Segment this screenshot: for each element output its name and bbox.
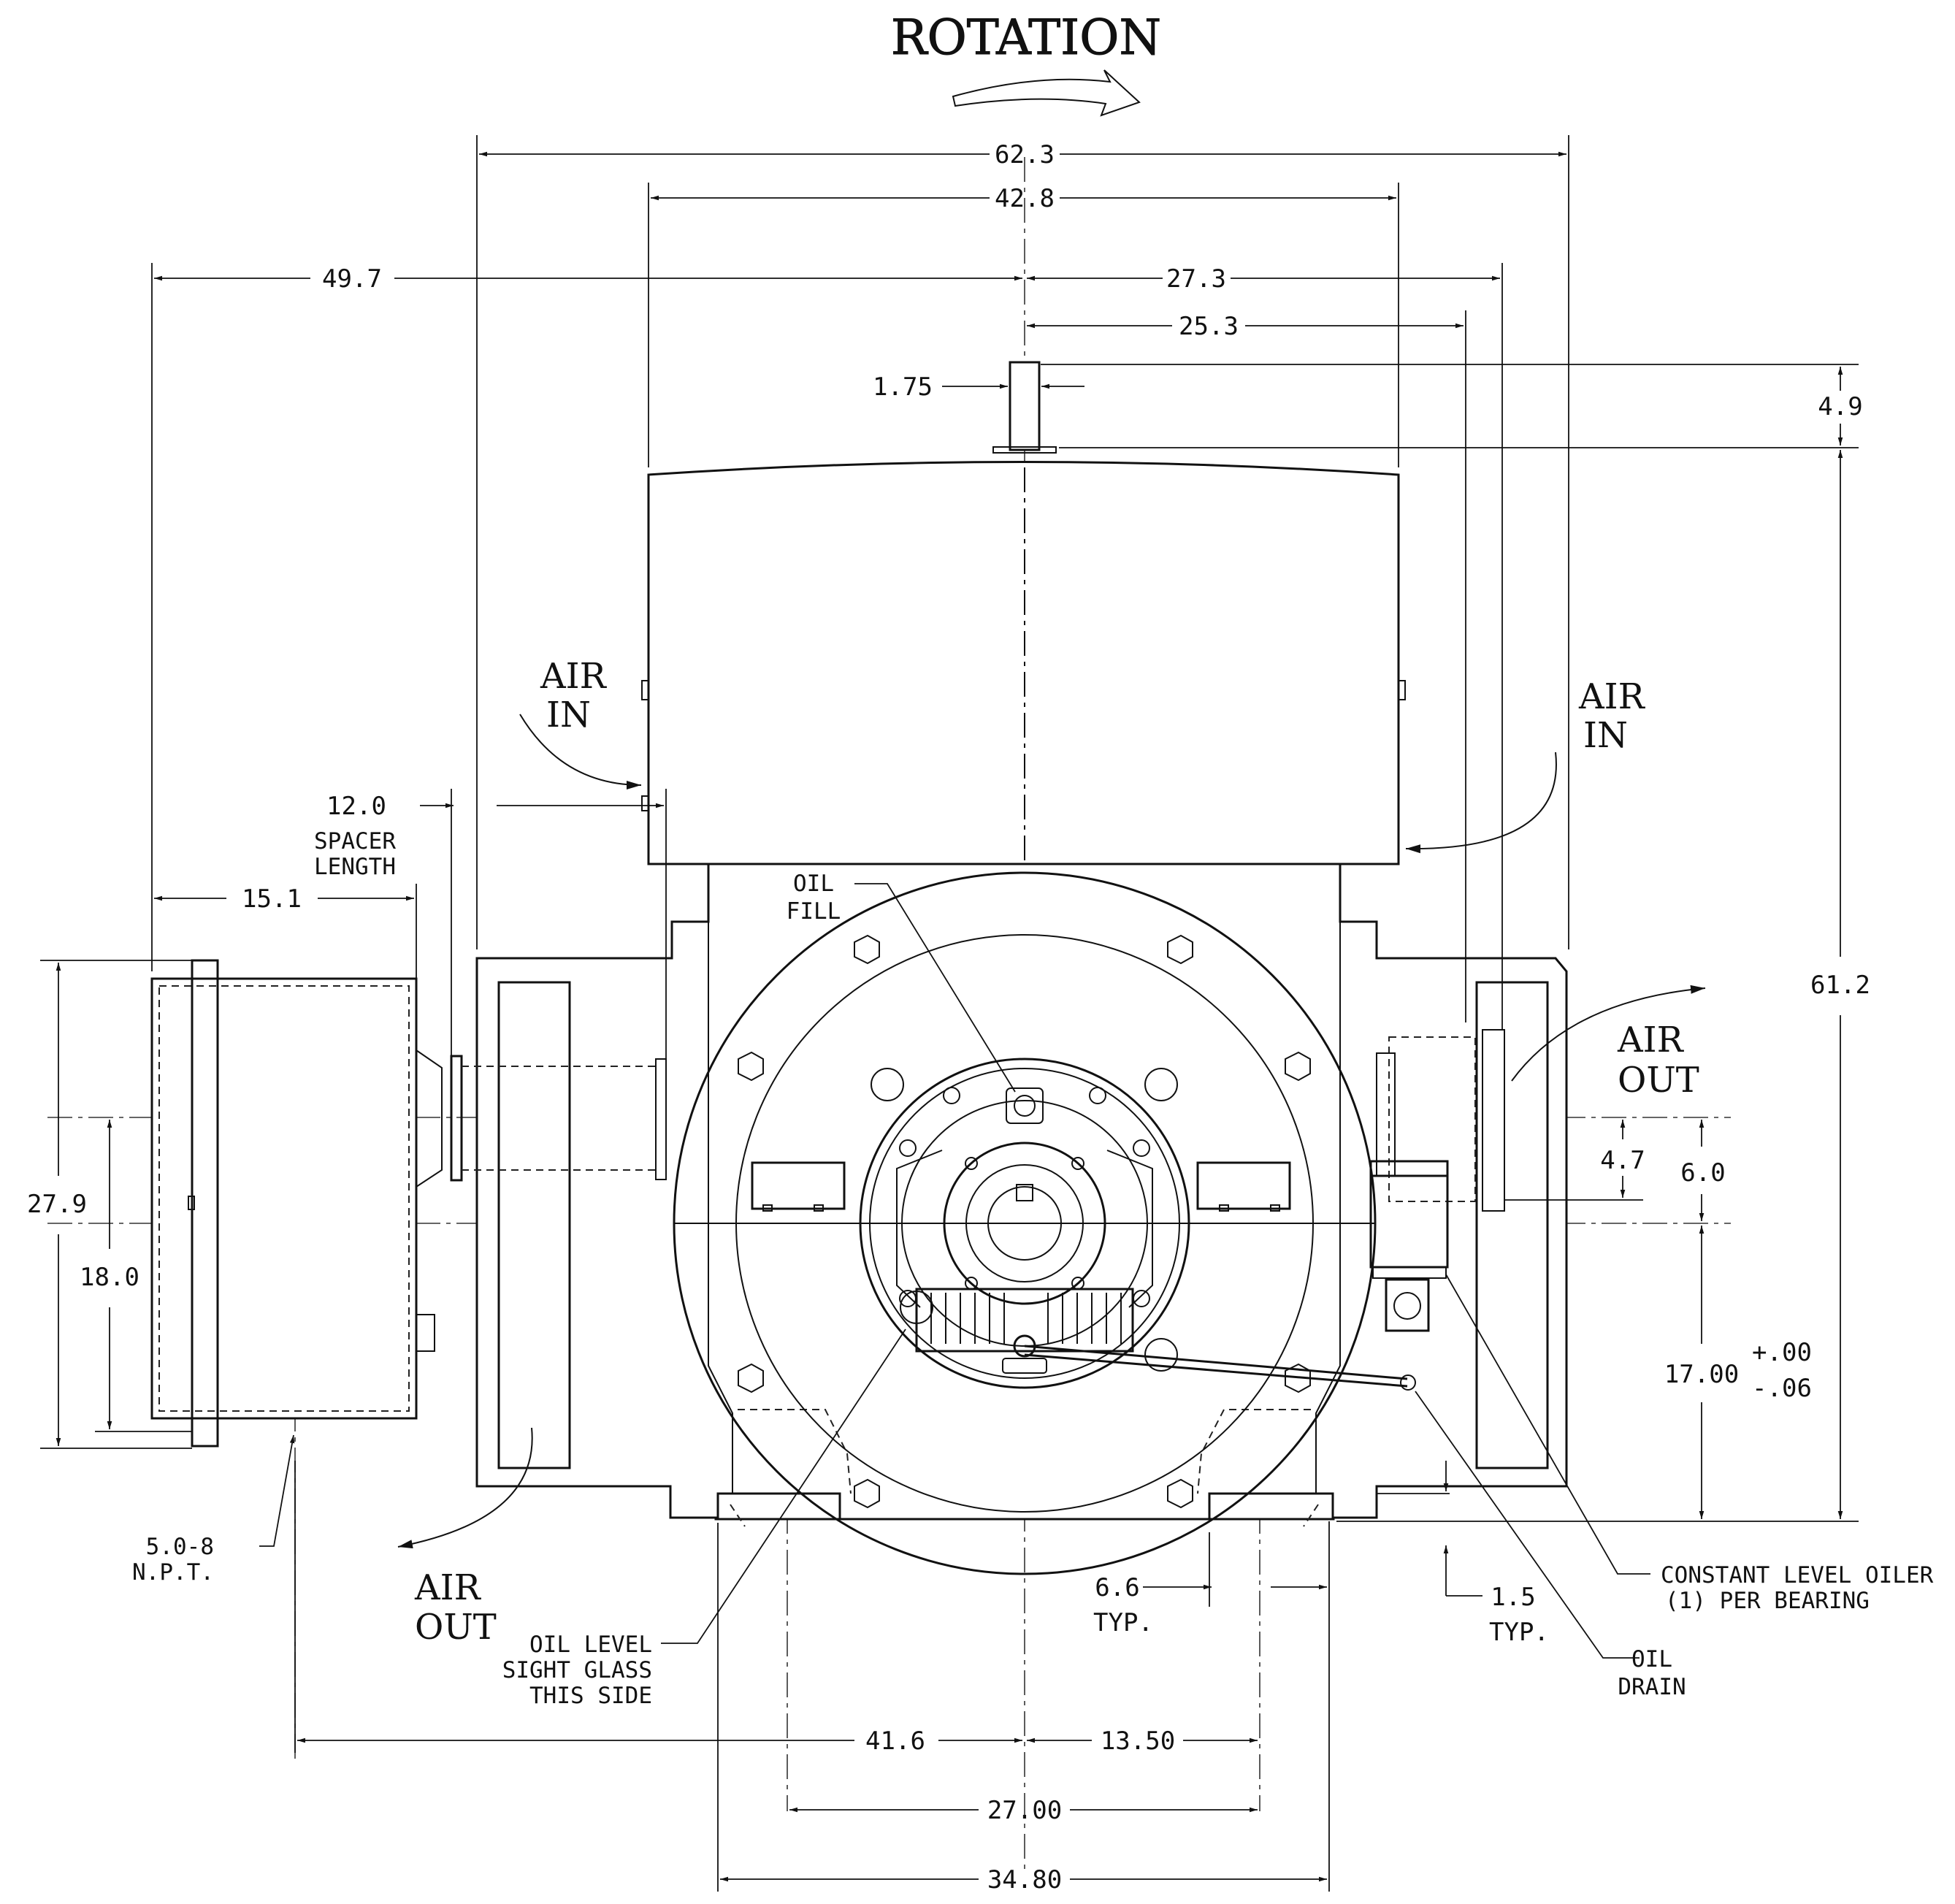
dim-1-75: 1.75 [873, 372, 933, 402]
spacer-length-note-2: LENGTH [314, 854, 396, 880]
dim-27-9: 27.9 [27, 1190, 87, 1219]
dim-6-6: 6.6 [1095, 1573, 1139, 1602]
leader-lines [259, 883, 1650, 1659]
air-out-right-label: AIR [1617, 1020, 1685, 1060]
air-flow-arrows [397, 714, 1706, 1549]
oiler-note: CONSTANT LEVEL OILER [1661, 1562, 1934, 1588]
dimension-labels: 62.3 42.8 49.7 27.3 25.3 1.75 4.9 61.2 1… [27, 140, 1870, 1895]
dim-61-2: 61.2 [1810, 971, 1870, 1000]
dim-6-6-typ: TYP. [1093, 1608, 1153, 1637]
air-in-left-label: AIR [540, 656, 608, 697]
oil-level-note-3: THIS SIDE [529, 1683, 652, 1709]
oil-fill-note: OIL [793, 871, 834, 897]
dim-15-1: 15.1 [242, 884, 302, 914]
dim-6-0: 6.0 [1680, 1158, 1725, 1188]
dim-27-3: 27.3 [1166, 264, 1226, 294]
air-in-right-label: AIR [1578, 676, 1646, 717]
dim-18-0: 18.0 [80, 1263, 139, 1292]
dim-1-5-typ: TYP. [1489, 1618, 1549, 1647]
dim-4-9: 4.9 [1818, 392, 1862, 421]
air-in-left-label-2: IN [546, 695, 591, 735]
air-in-right-label-2: IN [1583, 715, 1628, 756]
npt-note: 5.0-8 [146, 1534, 214, 1560]
rotation-title: ROTATION [891, 9, 1161, 66]
bolt-hex-group [738, 934, 1311, 1509]
terminal-box [150, 959, 667, 1448]
dim-41-6: 41.6 [865, 1727, 925, 1756]
npt-note-2: N.P.T. [132, 1559, 214, 1586]
oil-drain-note-2: DRAIN [1618, 1674, 1686, 1700]
dim-1-5: 1.5 [1491, 1583, 1535, 1612]
dim-42-8: 42.8 [995, 184, 1055, 213]
dim-27-00: 27.00 [987, 1796, 1062, 1825]
oil-level-note: OIL LEVEL [529, 1632, 652, 1658]
dim-25-3: 25.3 [1179, 312, 1239, 341]
dim-tol-plus: +.00 [1752, 1338, 1812, 1367]
oil-drain-note: OIL [1631, 1646, 1672, 1672]
air-out-left-label: AIR [414, 1567, 482, 1608]
dim-4-7: 4.7 [1600, 1146, 1645, 1175]
dim-13-50: 13.50 [1101, 1727, 1175, 1756]
dim-17-00: 17.00 [1664, 1360, 1739, 1389]
main-body [475, 863, 1568, 1575]
dim-34-80: 34.80 [987, 1865, 1062, 1895]
notes: SPACER LENGTH OIL FILL OIL LEVEL SIGHT G… [132, 828, 1934, 1709]
oiler-assembly [1024, 1029, 1505, 1391]
upper-housing [641, 361, 1406, 865]
dim-12-0: 12.0 [326, 792, 386, 821]
oil-fill-note-2: FILL [787, 898, 841, 925]
rotation-arrow [952, 69, 1141, 117]
dimension-lines [40, 135, 1859, 1892]
dim-62-3: 62.3 [995, 140, 1055, 169]
air-out-left-label-2: OUT [415, 1607, 497, 1648]
spacer-length-note: SPACER [314, 828, 396, 854]
oiler-note-2: (1) PER BEARING [1665, 1588, 1870, 1614]
oil-level-note-2: SIGHT GLASS [502, 1657, 652, 1683]
air-out-right-label-2: OUT [1618, 1060, 1699, 1101]
dim-49-7: 49.7 [322, 264, 382, 294]
dim-tol-minus: -.06 [1752, 1374, 1812, 1403]
